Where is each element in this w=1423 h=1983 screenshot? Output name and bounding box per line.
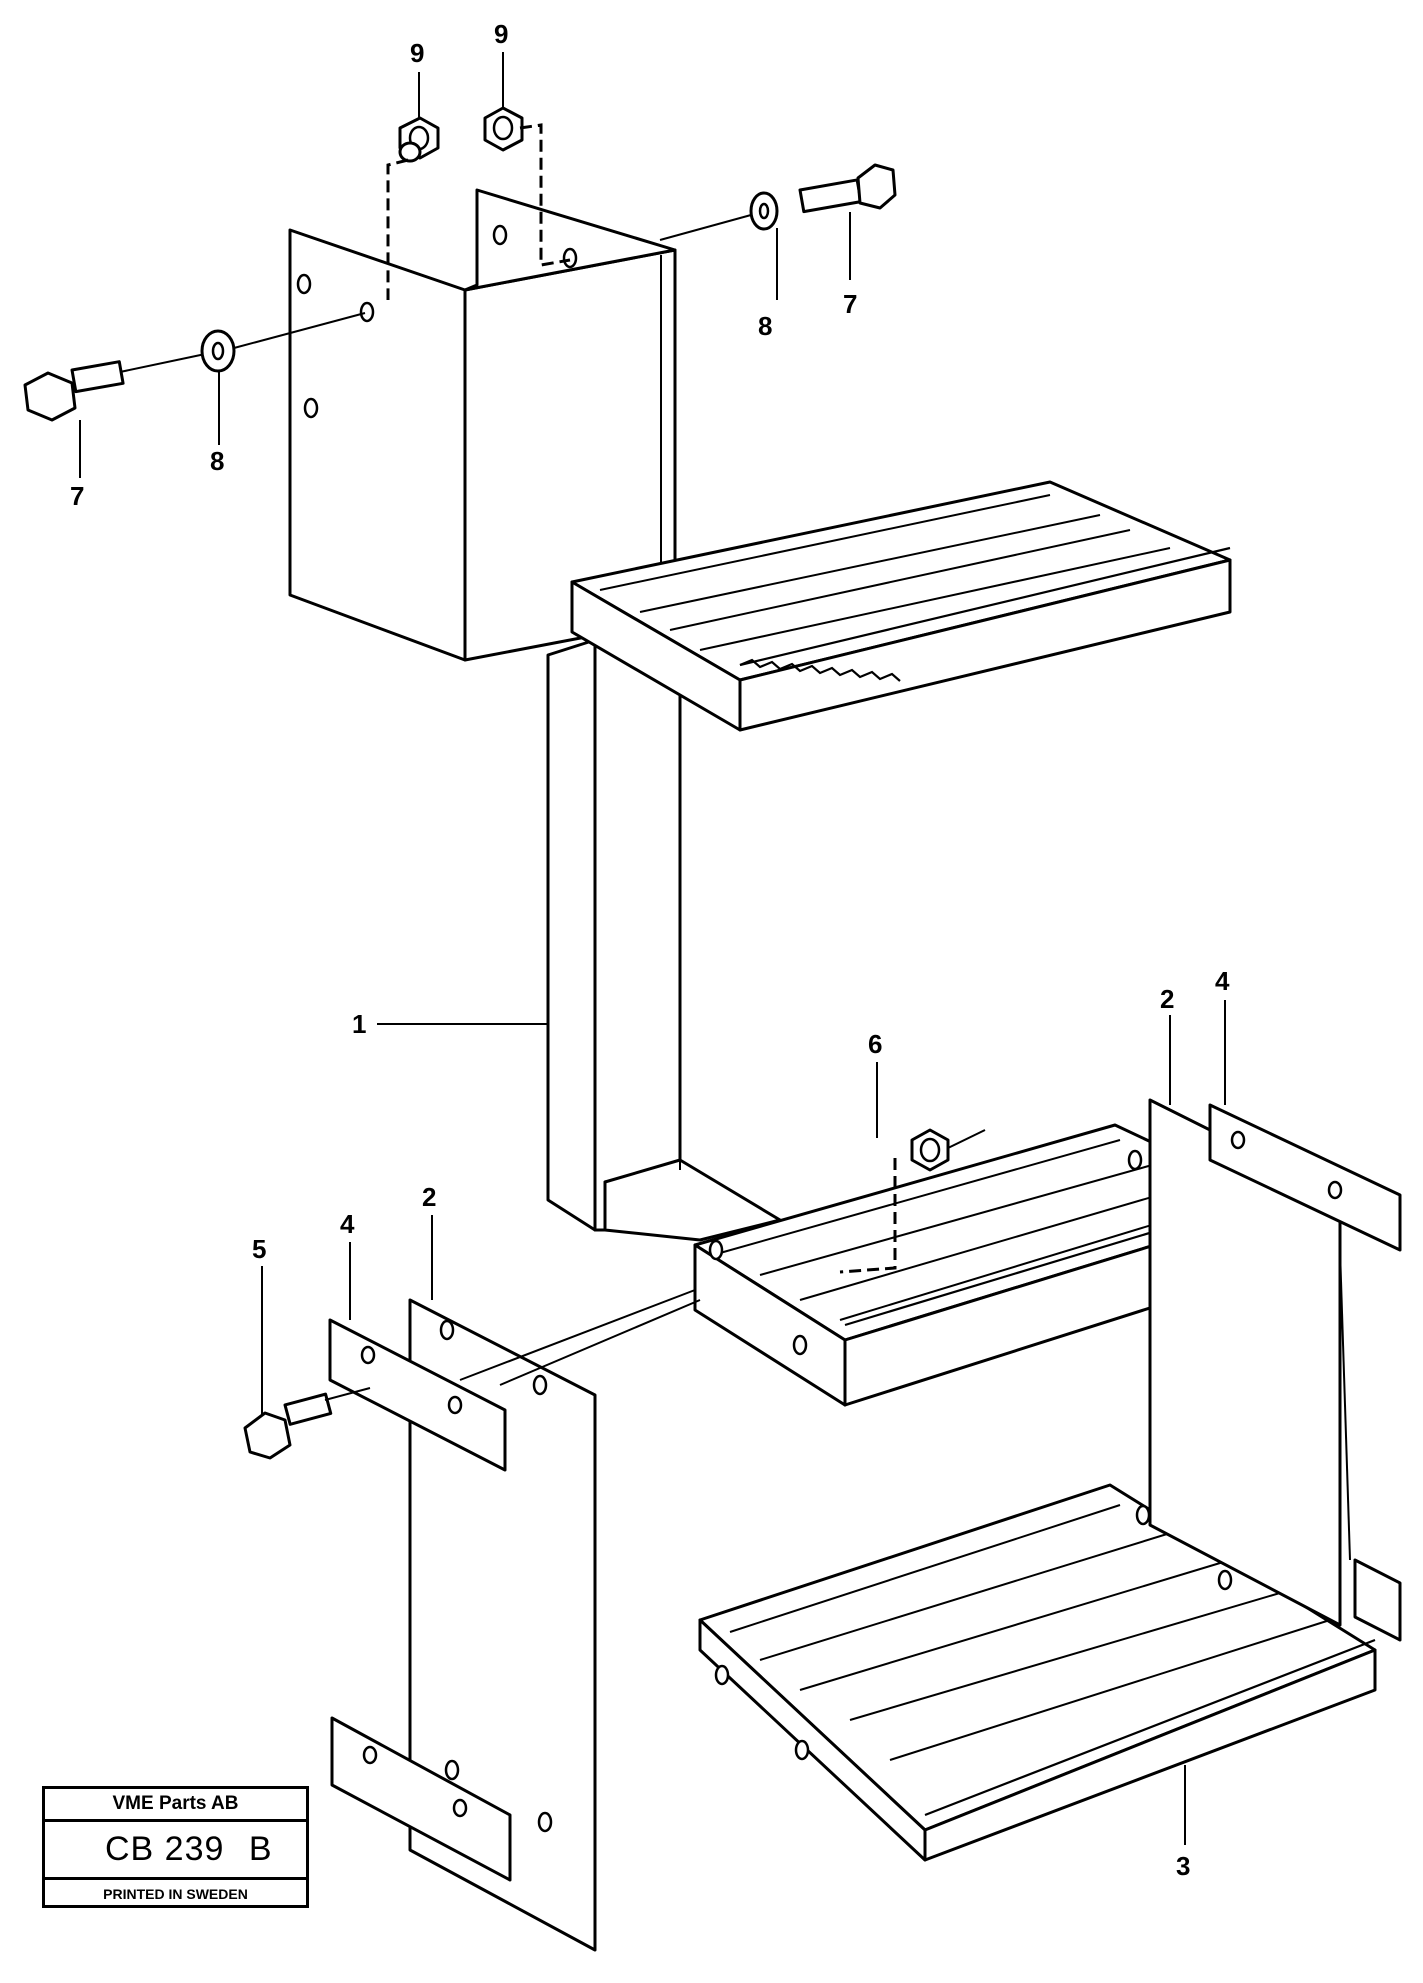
bolt-lower-left: [243, 1387, 371, 1460]
callout-9-right: 9: [494, 19, 508, 49]
callout-3: 3: [1176, 1851, 1190, 1881]
callout-8-right: 8: [758, 311, 772, 341]
callout-8-left: 8: [210, 446, 224, 476]
callout-5: 5: [252, 1234, 266, 1264]
nut-right: [483, 106, 571, 267]
left-clamp-strip-lower: [330, 1716, 512, 1882]
callout-1: 1: [352, 1009, 366, 1039]
stamp-code-row: CB 239 B: [45, 1822, 306, 1880]
right-clamp-strip: [1208, 1103, 1402, 1642]
washer-right: [659, 191, 779, 241]
washer-left: [200, 312, 366, 373]
callout-4-right: 4: [1215, 966, 1230, 996]
callout-2-right: 2: [1160, 984, 1174, 1014]
callout-4-left: 4: [340, 1209, 355, 1239]
bolt-right: [798, 163, 897, 214]
callout-6: 6: [868, 1029, 882, 1059]
stamp-company: VME Parts AB: [45, 1789, 306, 1822]
left-clamp-strip-upper: [328, 1318, 507, 1472]
stamp-code: CB 239: [105, 1830, 225, 1868]
stamp-printed: PRINTED IN SWEDEN: [103, 1886, 248, 1902]
nut-middle: [839, 1128, 986, 1274]
title-stamp: VME Parts AB CB 239 B PRINTED IN SWEDEN: [42, 1786, 309, 1908]
callout-2-left: 2: [422, 1182, 436, 1212]
callout-7-left: 7: [70, 481, 84, 511]
bolt-left: [23, 352, 211, 422]
callout-9-left: 9: [410, 38, 424, 68]
bottom-step-tread: [698, 1483, 1377, 1862]
callout-7-right: 7: [843, 289, 857, 319]
upper-step-tread: [570, 480, 1232, 732]
stamp-revision: B: [248, 1830, 273, 1868]
upper-mounting-bracket: [288, 188, 677, 662]
